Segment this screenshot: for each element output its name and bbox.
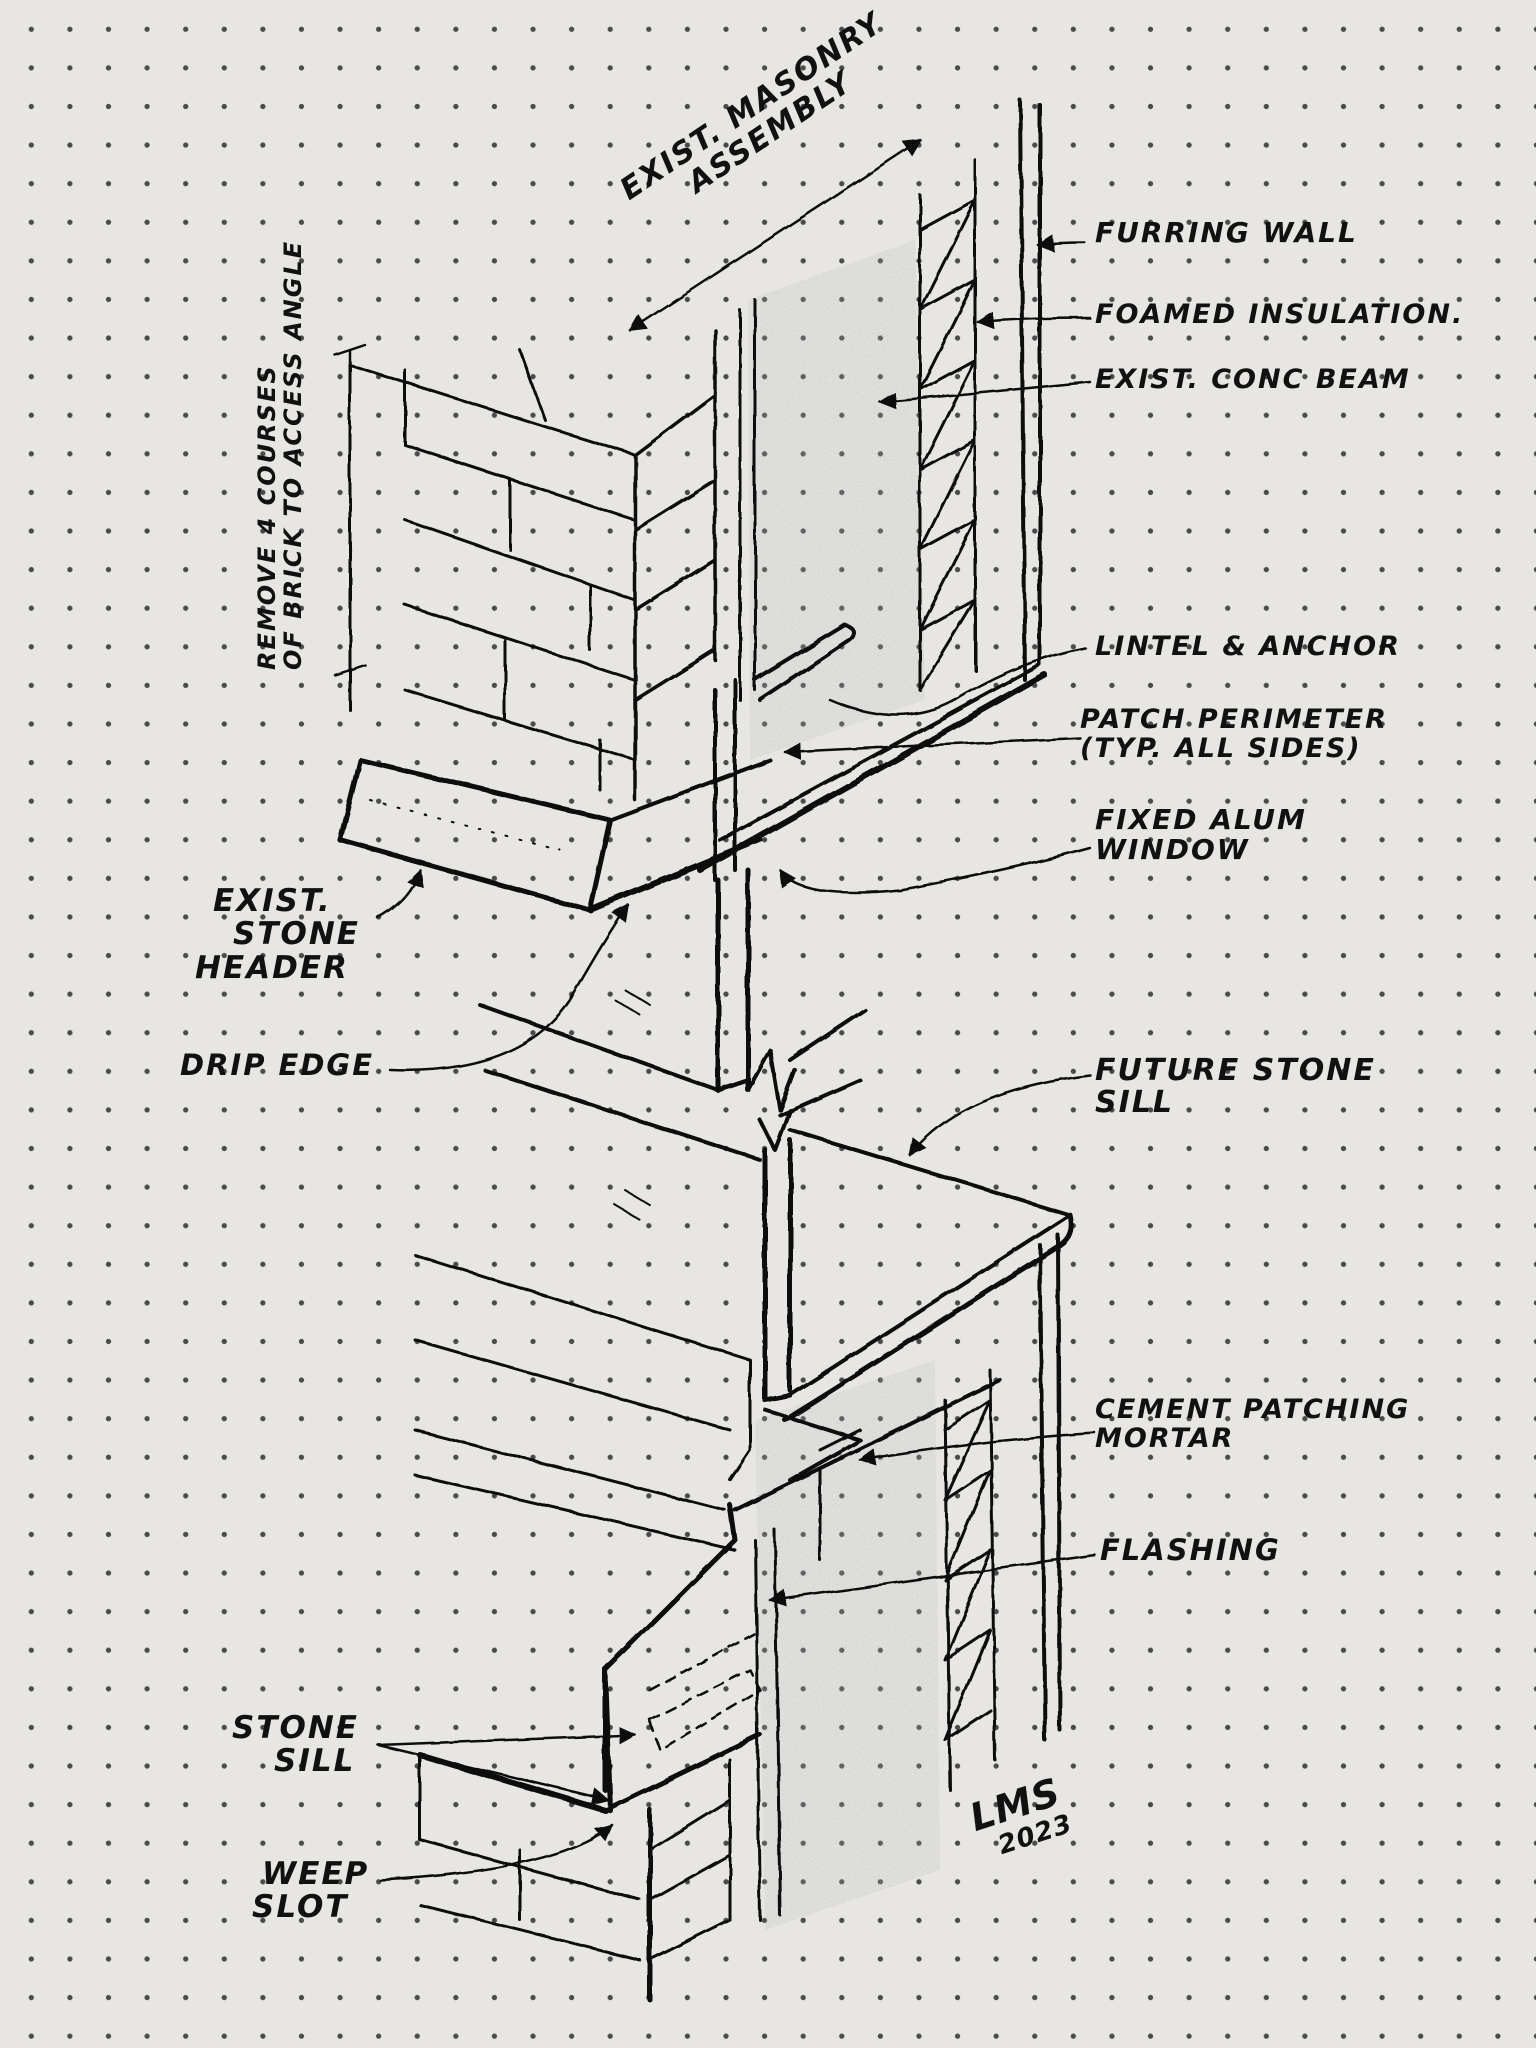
- label-line: DRIP EDGE: [180, 1048, 375, 1082]
- lower-brick-wall: [418, 1753, 732, 2003]
- label-remove-courses: REMOVE 4 COURSES OF BRICK TO ACCESS ANGL…: [253, 239, 307, 670]
- label-line: SILL: [1095, 1085, 1175, 1121]
- dimension-lines: [333, 138, 922, 712]
- label-line: WEEP: [262, 1856, 370, 1892]
- label-foamed-insulation: FOAMED INSULATION.: [1095, 300, 1464, 329]
- upper-brick-return: [633, 328, 717, 802]
- fixed-window-frame-upper: [715, 867, 751, 1093]
- stone-sill: [417, 1502, 763, 1813]
- label-line: MORTAR: [1095, 1423, 1235, 1455]
- label-line: CEMENT PATCHING: [1095, 1394, 1411, 1425]
- label-exist-stone-header: EXIST. STONE HEADER: [195, 883, 360, 986]
- label-line: PATCH PERIMETER: [1080, 704, 1388, 735]
- window-glazing: [478, 989, 867, 1221]
- lower-furring-wall: [1038, 1233, 1062, 1742]
- label-line: STONE: [232, 1710, 359, 1746]
- label-stone-sill: STONE SILL: [232, 1710, 359, 1780]
- label-fixed-alum-window: FIXED ALUM WINDOW: [1095, 803, 1307, 867]
- label-line: (TYP. ALL SIDES): [1080, 733, 1362, 765]
- flashing-and-mortar: [733, 1378, 1002, 1562]
- label-patch-perimeter: PATCH PERIMETER (TYP. ALL SIDES): [1080, 705, 1388, 763]
- lintel-and-anchor: [697, 623, 1048, 882]
- label-line: HEADER: [195, 949, 349, 986]
- label-future-stone-sill: FUTURE STONE SILL: [1095, 1053, 1376, 1121]
- label-lintel-anchor: LINTEL & ANCHOR: [1095, 632, 1401, 661]
- label-line: FURRING WALL: [1095, 216, 1358, 249]
- label-line: SLOT: [252, 1889, 349, 1926]
- label-line: FUTURE STONE: [1095, 1053, 1376, 1088]
- label-line: WINDOW: [1095, 833, 1250, 867]
- fixed-window-frame-lower: [762, 1137, 793, 1403]
- label-exist-conc-beam: EXIST. CONC BEAM: [1095, 365, 1411, 394]
- lower-wall-lines: [413, 1253, 752, 1552]
- label-line: FIXED ALUM: [1095, 803, 1307, 836]
- concrete-beam-shading: [748, 240, 940, 1930]
- label-furring-wall: FURRING WALL: [1095, 216, 1358, 249]
- label-line: SILL: [274, 1743, 356, 1780]
- label-line: STONE: [233, 916, 360, 953]
- label-flashing: FLASHING: [1100, 1533, 1281, 1567]
- label-line: FLASHING: [1100, 1533, 1281, 1567]
- concrete-beam-outline: [738, 298, 757, 702]
- label-line: REMOVE 4 COURSES: [253, 364, 281, 670]
- break-line: [746, 1048, 797, 1152]
- label-line: EXIST.: [213, 883, 332, 919]
- label-line: LINTEL & ANCHOR: [1095, 631, 1401, 662]
- label-cement-patching-mortar: CEMENT PATCHING MORTAR: [1095, 1395, 1410, 1453]
- label-line: EXIST. CONC BEAM: [1095, 364, 1411, 395]
- existing-stone-header: [337, 757, 772, 913]
- label-drip-edge: DRIP EDGE: [180, 1048, 375, 1082]
- foamed-insulation: [918, 158, 977, 692]
- label-line: OF BRICK TO ACCESS ANGLE: [278, 239, 307, 670]
- label-weep-slot: WEEP SLOT: [252, 1856, 370, 1925]
- ink-linework: [333, 98, 1097, 2003]
- upper-brick-wall: [348, 348, 637, 792]
- leader-lines: [376, 234, 1097, 1882]
- label-line: FOAMED INSULATION.: [1095, 299, 1465, 330]
- lower-insulation: [943, 1368, 997, 1792]
- furring-wall: [1018, 98, 1042, 682]
